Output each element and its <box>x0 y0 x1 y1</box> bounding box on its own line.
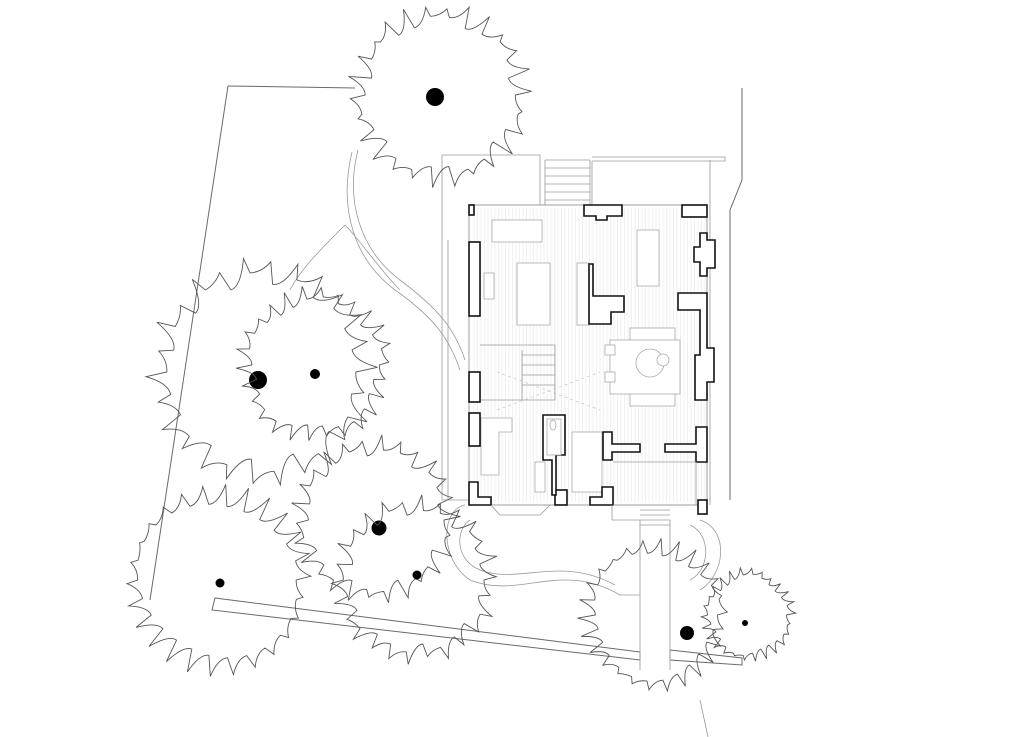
tree-canopy <box>144 256 378 487</box>
tree-canopy <box>577 538 729 693</box>
wall <box>602 431 641 461</box>
tree-canopy <box>291 434 461 603</box>
bench-seat <box>480 417 513 476</box>
wall <box>664 426 708 463</box>
house-floor-plan <box>468 204 716 521</box>
wall <box>583 204 623 221</box>
tree-canopy <box>235 286 392 441</box>
toilet <box>549 419 557 431</box>
chimney <box>693 232 716 277</box>
dining-table <box>636 229 660 287</box>
trees <box>125 5 798 693</box>
staircase <box>480 344 556 401</box>
wall <box>468 204 475 216</box>
wall <box>677 292 715 401</box>
tree-trunk <box>371 520 387 536</box>
cabinet <box>576 262 590 326</box>
tree-canopy <box>330 494 498 665</box>
tree-canopy <box>699 566 798 662</box>
wall <box>468 481 492 506</box>
tree-canopy <box>125 484 313 677</box>
wall <box>681 204 708 218</box>
porch <box>611 461 697 521</box>
tree-trunk <box>215 578 225 588</box>
wall <box>589 486 614 506</box>
site-boundary <box>149 85 743 737</box>
kitchen-island <box>516 262 551 326</box>
wall <box>468 371 481 403</box>
armchair <box>604 344 616 356</box>
kitchen-counter <box>491 219 543 243</box>
wall <box>468 241 481 317</box>
tree-trunk <box>742 620 748 626</box>
side-table <box>656 353 670 367</box>
wall <box>697 499 708 515</box>
wall <box>554 489 568 506</box>
tree-trunk <box>426 88 444 106</box>
wall <box>588 263 625 325</box>
closet <box>571 431 603 493</box>
tree-trunk <box>310 369 320 379</box>
wall <box>468 412 481 447</box>
bay-window <box>490 504 551 516</box>
cabinet <box>534 461 546 493</box>
tree-trunk <box>680 626 694 640</box>
tree-canopy <box>348 5 532 188</box>
armchair <box>604 371 616 383</box>
tree-trunk <box>249 371 267 389</box>
tree-trunk <box>412 570 422 580</box>
cooktop <box>483 272 495 300</box>
